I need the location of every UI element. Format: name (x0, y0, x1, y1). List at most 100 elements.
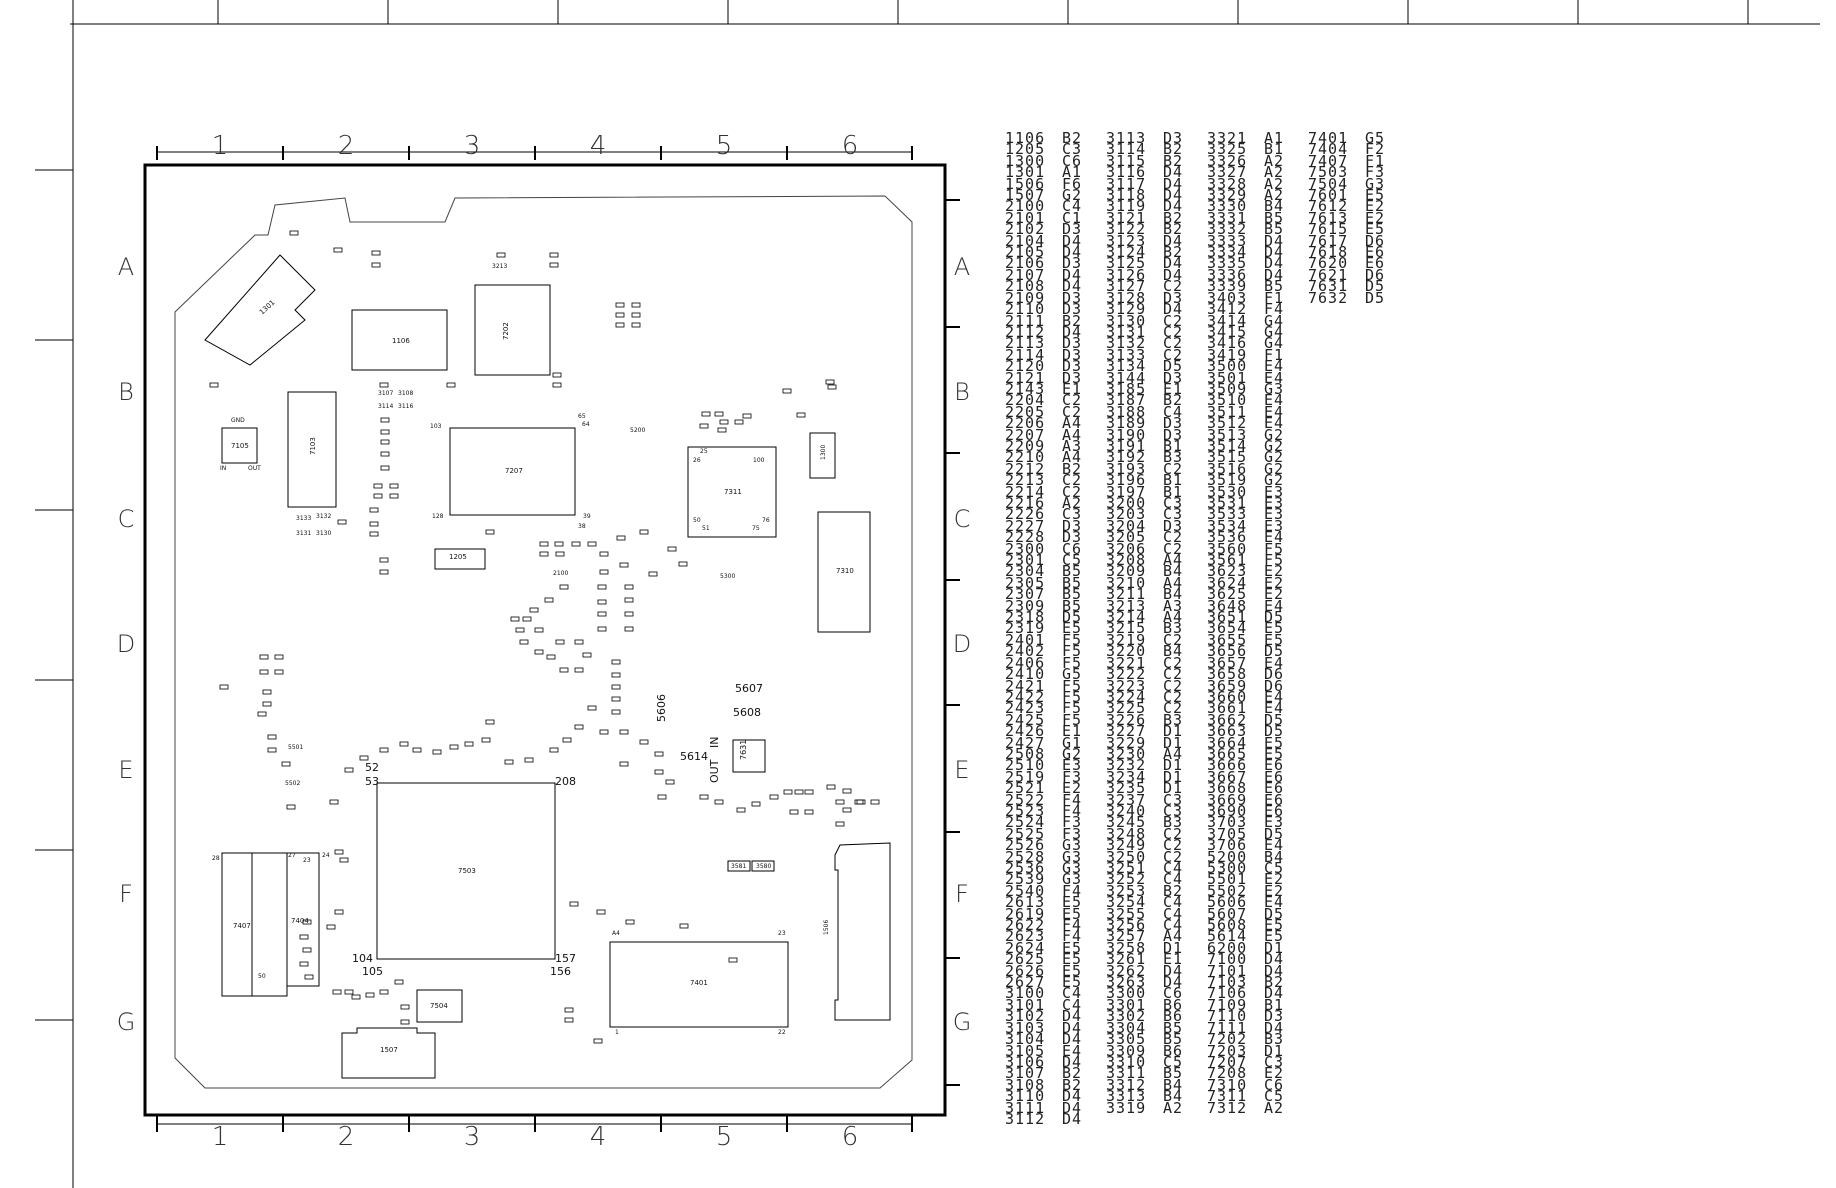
grid-location: E5 (1062, 973, 1083, 992)
smd-pad (281, 761, 291, 767)
grid-location: A4 (1062, 414, 1083, 433)
grid-location: C4 (1163, 859, 1184, 877)
ref-designator: 2526 (1005, 836, 1046, 855)
grid-location: G4 (1264, 311, 1285, 330)
ref-designator: 7404 (1308, 140, 1349, 159)
label-in: IN (708, 737, 721, 748)
ref-designator: 3336 (1207, 265, 1248, 284)
svg-text:7207: 7207 (505, 467, 523, 475)
grid-location: E6 (1264, 790, 1285, 809)
smd-pad (524, 757, 534, 763)
smd-pad (485, 529, 495, 535)
grid-location: E2 (1264, 881, 1285, 900)
ref-designator: 2319 (1005, 619, 1046, 638)
ref-designator: 3668 (1207, 779, 1248, 798)
grid-location: B2 (1163, 391, 1184, 410)
ref-designator: 7100 (1207, 950, 1248, 969)
grid-location: D5 (1264, 722, 1285, 741)
ref-designator: 3191 (1106, 436, 1147, 455)
smd-pad (371, 262, 381, 268)
smd-pad (344, 767, 354, 773)
smd-pad (615, 322, 625, 328)
smd-pad (449, 744, 459, 750)
ref-designator: 3305 (1106, 1030, 1147, 1049)
smd-pad (549, 262, 559, 268)
label-5502: 5502 (285, 780, 300, 787)
label-3213: 3213 (492, 263, 507, 270)
ref-designator: 5501 (1207, 870, 1248, 889)
grid-location: C3 (1264, 1052, 1285, 1071)
grid-location: D3 (1264, 1007, 1285, 1026)
smd-pad (782, 388, 792, 394)
grid-location: D5 (1365, 277, 1386, 296)
ref-designator: 3209 (1106, 562, 1147, 581)
smd-pad (399, 741, 409, 747)
grid-location: E4 (1264, 893, 1285, 912)
smd-pad (289, 230, 299, 236)
grid-location: E5 (1062, 950, 1083, 969)
grid-location: C3 (1062, 505, 1083, 524)
ref-designator: 3200 (1106, 494, 1147, 512)
grid-location: D1 (1163, 767, 1184, 786)
grid-location: E4 (1264, 391, 1285, 410)
ref-designator: 5200 (1207, 847, 1248, 866)
ref-designator: 3662 (1207, 710, 1248, 729)
grid-location: F3 (1062, 824, 1083, 843)
grid-location: E4 (1062, 1041, 1083, 1060)
smd-pad (552, 382, 562, 388)
smd-pad (564, 1017, 574, 1023)
ref-designator: 3624 (1207, 573, 1248, 592)
label-3108: 3108 (398, 390, 413, 397)
grid-location: F5 (1062, 710, 1083, 729)
grid-location: D4 (1264, 950, 1285, 969)
grid-location: E2 (1062, 779, 1083, 798)
smd-pad (564, 1007, 574, 1013)
grid-location: A4 (1163, 608, 1184, 627)
grid-location: E5 (1062, 961, 1083, 980)
smd-pad (302, 947, 312, 953)
label-5200: 5200 (630, 427, 645, 434)
ref-designator: 7620 (1308, 254, 1349, 273)
smd-pad (599, 569, 609, 575)
grid-location: B5 (1264, 208, 1285, 227)
smd-pad (344, 989, 354, 995)
grid-location: E2 (1264, 1064, 1285, 1083)
ref-designator: 3262 (1106, 961, 1147, 980)
grid-location: E5 (1062, 893, 1083, 912)
svg-text:7404: 7404 (291, 917, 309, 925)
label-1: 1 (615, 1029, 619, 1036)
component-1506: 1506 (823, 842, 891, 1021)
ref-designator: 3245 (1106, 813, 1147, 832)
smd-pad (380, 417, 390, 423)
grid-location: C3 (1163, 801, 1184, 820)
ref-designator: 3705 (1207, 824, 1248, 843)
grid-location: D4 (1062, 277, 1083, 296)
grid-location: D4 (1264, 984, 1285, 1003)
grid-location: E1 (1163, 950, 1184, 969)
grid-location: D4 (1163, 231, 1184, 250)
